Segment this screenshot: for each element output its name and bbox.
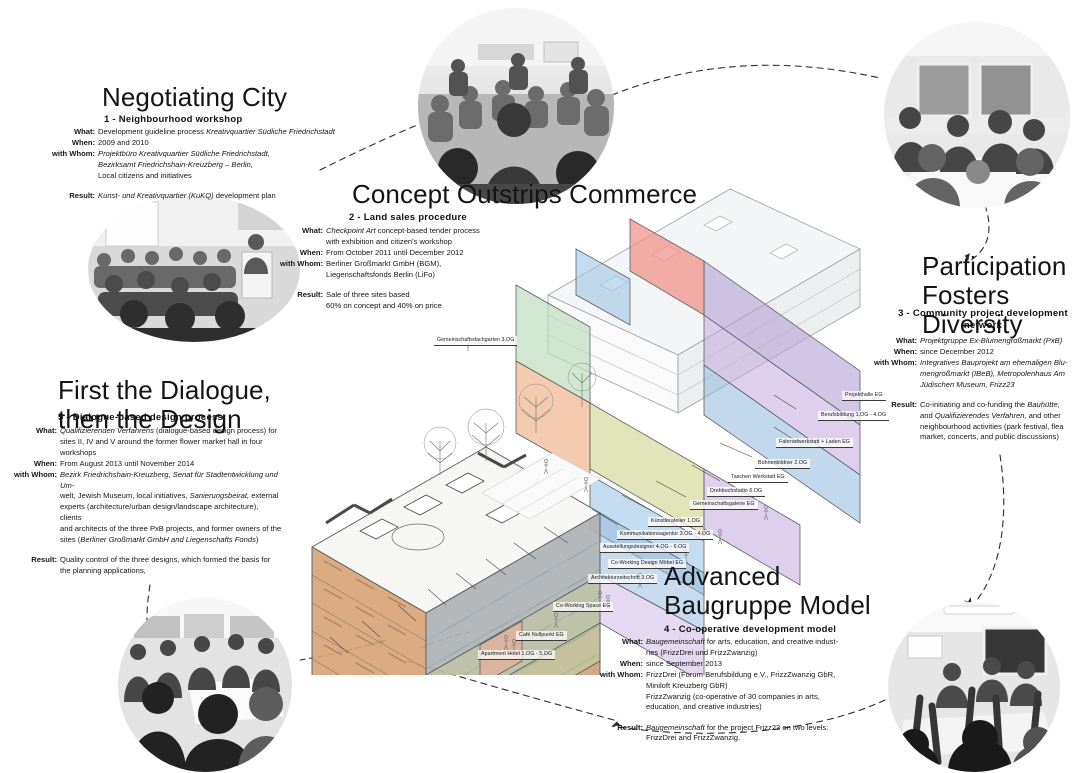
heading-participation-fosters-diversity: Participation Fosters Diversity xyxy=(922,251,1067,340)
room-label-kuenstleratelier: Künstleratelier 1.OG xyxy=(648,517,703,527)
fact-key: with Whom: xyxy=(600,670,644,680)
building-axonometric-drawing xyxy=(311,188,861,675)
trees-and-plaza xyxy=(423,362,601,520)
room-label-co-working-design-moebel: Co-Working Design Möbel EG xyxy=(608,559,687,569)
fact-key: When: xyxy=(33,458,58,468)
fact-value: since December 2012 xyxy=(920,347,994,357)
room-label-projekthalle: Projekthalle EG xyxy=(842,391,886,401)
photo-dialogue-exhibition xyxy=(118,598,292,772)
result-key: Result: xyxy=(617,722,644,732)
subtitle-advanced-baugruppe-model: 4 - Co-operative development model xyxy=(664,624,837,635)
fact-key: What: xyxy=(73,127,96,136)
fact-key: When: xyxy=(893,347,918,357)
fact-key: What: xyxy=(35,426,58,435)
subtitle-concept-outstrips-commerce: 2 - Land sales procedure xyxy=(349,212,467,223)
facts-advanced-baugruppe-model: What: Baugemeinschaft for arts, educatio… xyxy=(600,637,900,745)
photo-neighbourhood-workshop xyxy=(418,8,614,204)
fact-key: with Whom: xyxy=(52,149,96,159)
facts-negotiating-city: What: Development guideline process Krea… xyxy=(52,127,352,202)
fact-key: When: xyxy=(619,658,644,668)
result-value: Kunst- und Kreativquartier (KuKQ) develo… xyxy=(98,191,276,201)
photo-public-presentation xyxy=(88,196,300,342)
photo-art-2 xyxy=(884,22,1070,208)
connector-participation-to-photo5 xyxy=(971,454,1005,607)
room-label-berufsbildung: Berufsbildung 1.OG - 4.OG xyxy=(818,411,890,421)
fact-key: What: xyxy=(301,226,324,235)
result-key: Result: xyxy=(69,191,96,201)
result-key: Result: xyxy=(891,400,918,410)
result-value: Baugemeinschaft for the project Frizz23 … xyxy=(646,722,829,743)
fact-key: When: xyxy=(299,247,324,257)
photo-art-3 xyxy=(88,196,300,342)
connector-photo1-to-photo2 xyxy=(611,64,881,96)
room-label-cafe-nullpunkt: Café Nullpunkt EG xyxy=(516,631,567,641)
fact-value: Development guideline process Kreativqua… xyxy=(98,127,335,136)
result-key: Result: xyxy=(31,554,58,564)
heading-negotiating-city: Negotiating City xyxy=(102,82,288,112)
room-label-buehnenbildner: Bühnenbildner 2.OG xyxy=(755,459,811,469)
facts-concept-outstrips-commerce: What: Checkpoint Art concept-based tende… xyxy=(280,226,550,312)
photo-cooperative-vote xyxy=(888,602,1060,772)
fact-value: 2009 and 2010 xyxy=(98,138,149,148)
fact-key: with Whom: xyxy=(280,259,324,269)
fact-key: What: xyxy=(895,336,918,345)
room-label-co-working-space: Co-Working Space EG xyxy=(553,602,614,612)
right-wing-colored-block xyxy=(515,218,861,596)
fact-value: Baugemeinschaft for arts, education, and… xyxy=(646,637,839,657)
fact-value: Qualifizierenden Verfahrens (dialogue-ba… xyxy=(60,426,278,457)
fact-value: Integratives Bauprojekt am ehemaligen Bl… xyxy=(920,358,1068,389)
subtitle-participation-fosters-diversity: 3 - Community project development networ… xyxy=(898,308,1068,331)
fact-value: FrizzDrei (Forum Berufsbildung e.V., Fri… xyxy=(646,670,836,712)
fact-value: Bezirk Friedrichshain-Kreuzberg, Senat f… xyxy=(60,469,282,544)
room-label-kommunikationsagentur: Kommunikationsagentur 3.OG - 4.OG xyxy=(617,530,714,540)
subtitle-first-the-dialogue: 5 - Dialogue-based design process xyxy=(58,412,224,423)
photo-art-5 xyxy=(888,602,1060,772)
room-label-taschen-werkstatt: Taschen Werkstatt EG xyxy=(728,473,788,483)
subtitle-negotiating-city: 1 - Neighbourhood workshop xyxy=(104,114,243,125)
fact-key: What: xyxy=(621,637,644,646)
fact-value: Berliner Großmarkt GmbH (BGM),Liegenscha… xyxy=(326,259,442,279)
room-label-ausstellungsdesigner: Ausstellungsdesigner 4.OG - 6.OG xyxy=(600,543,690,553)
label-leader-lines xyxy=(329,342,797,654)
photo-art-1 xyxy=(418,8,614,204)
photo-art-4 xyxy=(118,598,292,772)
fact-value: From October 2011 until December 2012 xyxy=(326,247,464,257)
room-label-gemeinschaftsgalerie: Gemeinschaftsgalerie EG xyxy=(690,500,758,510)
result-key: Result: xyxy=(297,290,324,300)
fact-key: When: xyxy=(71,138,96,148)
fact-value: From August 2013 until November 2014 xyxy=(60,458,195,468)
fact-value: Checkpoint Art concept-based tender proc… xyxy=(326,226,480,246)
fact-value: since September 2013 xyxy=(646,658,723,668)
heading-advanced-baugruppe-model: Advanced Baugruppe Model xyxy=(664,561,871,621)
heading-first-the-dialogue: First the Dialogue, then the Design xyxy=(58,375,271,435)
fact-key: with Whom: xyxy=(874,358,918,368)
room-label-gemeinschaftsdachgarten: Gemeinschaftsdachgarten 3.OG xyxy=(434,336,518,346)
heading-concept-outstrips-commerce: Concept Outstrips Commerce xyxy=(352,179,698,209)
result-value: Quality control of the three designs, wh… xyxy=(60,554,271,575)
result-value: Co-initiating and co-funding the Bauhütt… xyxy=(920,400,1064,442)
room-label-apartment-hotel: Apartment Hotel 1.OG - 5.OG xyxy=(478,650,556,660)
front-long-slab xyxy=(425,512,705,675)
fact-value: Projektgruppe Ex-Blumengroßmarkt (PxB) xyxy=(920,336,1063,345)
fact-value: Projektbüro Kreativquartier Südliche Fri… xyxy=(98,149,270,180)
room-label-fahrradwerkstatt: Fahrradwerkstatt + Laden EG xyxy=(776,438,853,448)
facts-first-the-dialogue: What: Qualifizierenden Verfahrens (dialo… xyxy=(14,426,282,577)
photo-community-network-meeting xyxy=(884,22,1070,208)
facts-participation-fosters-diversity: What: Projektgruppe Ex-Blumengroßmarkt (… xyxy=(874,336,1080,444)
room-label-architekturzeitschrift: Architekturzeitschrift 3.OG xyxy=(588,574,658,584)
fact-key: with Whom: xyxy=(14,469,58,479)
room-label-drehbuchstudio: Drehbuchstudio 6.OG xyxy=(707,487,766,497)
